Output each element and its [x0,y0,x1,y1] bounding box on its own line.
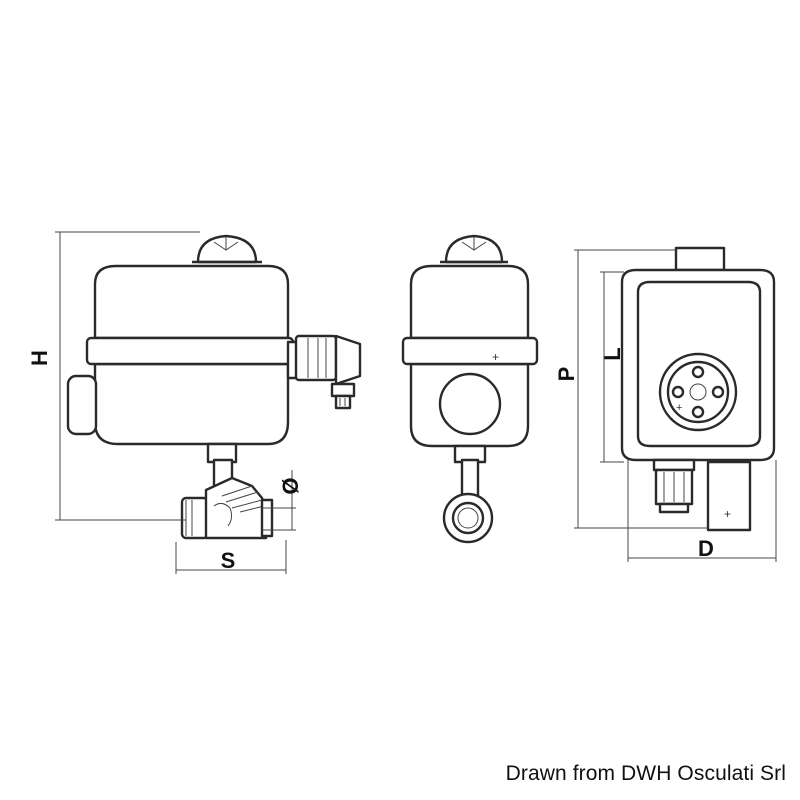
dimension-L: L [600,271,625,463]
dimension-S: S [175,540,287,574]
side-valve-port [442,492,494,544]
label-H: H [27,350,52,366]
svg-text:+: + [676,402,682,414]
side-view: + [401,234,539,544]
credit-text: Drawn from DWH Osculati Srl [505,762,786,785]
dimension-diameter: Ø [262,470,303,531]
label-diameter: Ø [278,477,303,494]
front-upper-housing [93,264,290,340]
top-dial: + [658,352,738,432]
label-S: S [221,548,236,573]
dimension-H: H [27,231,200,521]
top-view: + + P L [554,246,777,562]
front-cable-gland [286,334,362,410]
front-band [85,336,295,366]
top-tab [674,246,726,272]
side-upper-housing [409,264,530,340]
svg-text:+: + [724,507,731,521]
top-bracket: + [706,460,752,532]
front-ball-valve [180,476,274,540]
dimension-D: D [627,460,777,562]
dimension-P: P [554,249,708,529]
label-D: D [698,536,714,561]
front-side-boss [66,374,98,436]
side-gland-port [438,372,502,436]
svg-text:+: + [492,350,499,364]
side-band [401,336,539,366]
label-L: L [600,347,625,360]
front-lower-housing [93,362,290,446]
front-view: H Ø S [27,231,362,574]
top-cable-gland [652,458,696,514]
label-P: P [554,367,579,382]
